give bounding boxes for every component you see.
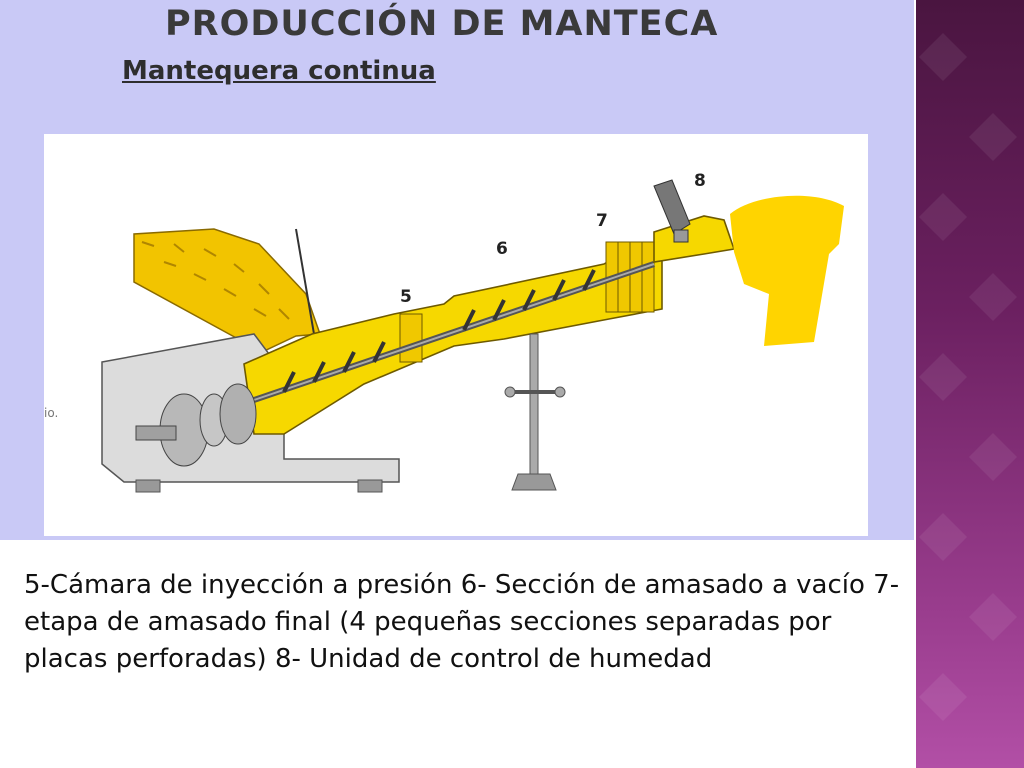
caption-text: 5-Cámara de inyección a presión 6- Secci… — [24, 570, 900, 674]
band-pattern — [918, 32, 968, 82]
butter-churn-diagram: io. — [44, 134, 868, 536]
band-pattern — [918, 352, 968, 402]
label-8: 8 — [694, 171, 706, 191]
motor-coupling — [135, 383, 257, 467]
cream-hopper — [133, 228, 322, 353]
decorative-side-band — [916, 0, 1024, 768]
support-stand — [504, 333, 566, 491]
image-panel: PRODUCCIÓN DE MANTECA Mantequera continu… — [0, 0, 914, 540]
diagram-svg: 5 6 7 8 — [101, 171, 844, 493]
band-pattern — [968, 592, 1018, 642]
band-pattern — [968, 112, 1018, 162]
slide-title: PRODUCCIÓN DE MANTECA — [165, 4, 719, 44]
band-pattern — [968, 432, 1018, 482]
label-7: 7 — [596, 211, 608, 231]
main-barrel — [243, 241, 663, 435]
label-5: 5 — [400, 287, 412, 307]
label-6: 6 — [496, 239, 508, 259]
band-pattern — [918, 512, 968, 562]
band-pattern — [968, 272, 1018, 322]
cropped-text-fragment: io. — [44, 406, 59, 420]
moisture-control-unit — [653, 179, 691, 243]
band-pattern — [918, 192, 968, 242]
slide-subtitle: Mantequera continua — [122, 56, 436, 86]
band-pattern — [918, 672, 968, 722]
